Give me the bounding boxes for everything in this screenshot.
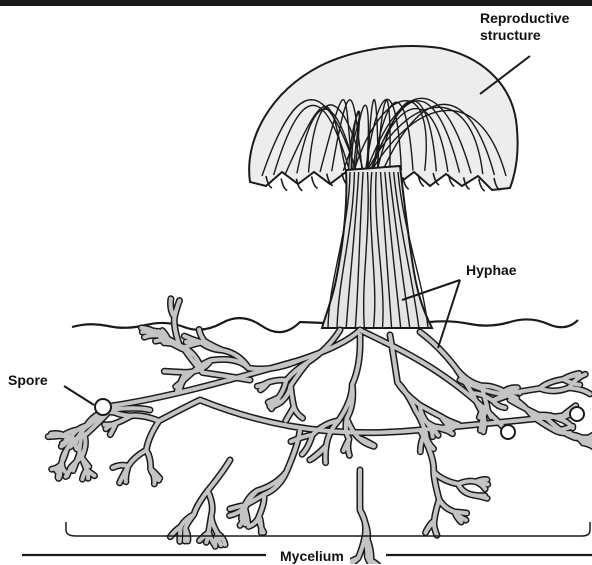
spore-leader-line (64, 386, 94, 405)
mycelium-bracket (66, 522, 590, 536)
hyphae-leader-line-2 (438, 280, 460, 348)
spore-shape-2 (501, 425, 515, 439)
reproductive-label-line2: structure (480, 27, 592, 44)
reproductive-structure-stalk (322, 166, 432, 328)
reproductive-structure-label: Reproductive structure (480, 10, 592, 44)
top-border-band (0, 0, 592, 6)
reproductive-label-line1: Reproductive (480, 10, 592, 27)
spore-shape (95, 399, 111, 415)
mycelium-label: Mycelium (274, 548, 350, 565)
hyphae-label: Hyphae (466, 262, 517, 279)
spore-label: Spore (8, 372, 48, 389)
spore-shape-3 (570, 407, 584, 421)
